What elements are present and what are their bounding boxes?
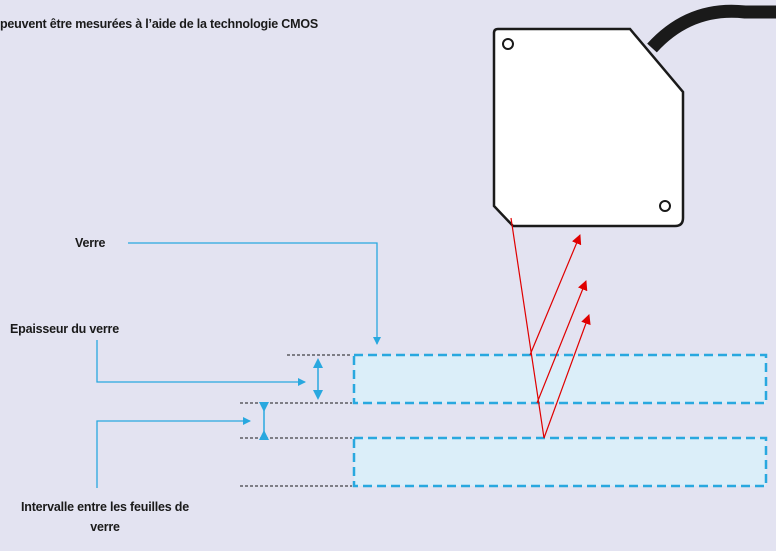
thickness-callout-line: [96, 340, 306, 386]
glass-sheet-top: [352, 353, 768, 405]
laser-beams: [510, 217, 591, 439]
mount-hole-top-left: [502, 38, 514, 50]
reference-lines: [240, 354, 352, 487]
sensor-cable: [647, 4, 776, 53]
converging-arrows-icon: [259, 402, 269, 440]
reflected-beam-1: [529, 234, 582, 356]
reflected-beam-2: [536, 280, 588, 404]
incident-beam: [510, 217, 545, 439]
glass-callout-line: [128, 242, 381, 345]
gap-label: Intervalle entre les feuilles de verre: [21, 500, 189, 534]
mount-hole-bottom-right: [659, 200, 671, 212]
reflected-beam-3: [543, 314, 591, 439]
glass-sheet-bottom: [352, 436, 768, 488]
glass-thickness-label: Epaisseur du verre: [10, 322, 119, 336]
caption-text: peuvent être mesurées à l’aide de la tec…: [0, 17, 318, 31]
glass-label: Verre: [75, 236, 106, 250]
double-arrow-icon: [313, 358, 323, 400]
gap-callout-line: [96, 417, 251, 488]
cmos-laser-sensor-icon: [492, 27, 685, 228]
